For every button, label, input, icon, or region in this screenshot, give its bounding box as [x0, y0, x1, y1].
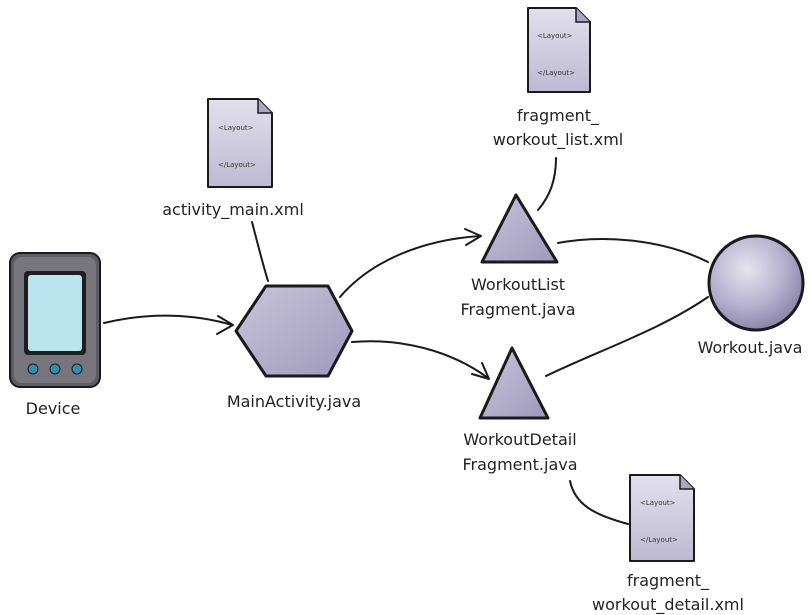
arrowhead-listfragment: [464, 228, 482, 246]
edge-listxml-to-listfragment: [537, 157, 557, 211]
doc-close-tag: </Layout>: [640, 536, 678, 544]
fragment-workout-list-xml-node: <Layout> </Layout> fragment_ workout_lis…: [493, 7, 623, 150]
workout-list-fragment-label-line1: WorkoutList: [471, 275, 565, 294]
workout-detail-fragment-node: WorkoutDetail Fragment.java: [462, 346, 578, 474]
workout-list-fragment-node: WorkoutList Fragment.java: [460, 193, 576, 319]
fragment-workout-detail-xml-label-line1: fragment_: [627, 571, 710, 591]
edges: [103, 157, 709, 525]
doc-open-tag: <Layout>: [537, 32, 573, 40]
activity-main-xml-label: activity_main.xml: [162, 200, 304, 220]
edge-activitymainxml-to-mainactivity: [251, 221, 269, 282]
device-node: Device: [9, 252, 101, 418]
workout-node: Workout.java: [698, 234, 805, 357]
arrowhead-detailfragment: [471, 362, 490, 380]
device-label: Device: [26, 399, 81, 418]
doc-open-tag: <Layout>: [218, 124, 254, 132]
doc-close-tag: </Layout>: [537, 69, 575, 77]
layout-file-icon: <Layout> </Layout>: [527, 7, 591, 93]
doc-open-tag: <Layout>: [640, 499, 676, 507]
edge-device-to-mainactivity: [103, 314, 233, 326]
activity-main-xml-node: <Layout> </Layout> activity_main.xml: [162, 98, 304, 220]
workout-detail-fragment-label-line1: WorkoutDetail: [463, 430, 576, 449]
fragment-workout-list-xml-label-line2: workout_list.xml: [493, 130, 623, 150]
edge-mainactivity-to-listfragment: [339, 235, 481, 298]
workout-detail-fragment-label-line2: Fragment.java: [462, 455, 577, 474]
arrowhead-mainactivity: [216, 315, 234, 335]
main-activity-node: MainActivity.java: [227, 284, 361, 411]
workout-label: Workout.java: [698, 338, 803, 357]
edge-detailfragment-to-detailxml: [569, 480, 629, 525]
triangle-icon: [478, 346, 550, 420]
workout-list-fragment-label-line2: Fragment.java: [460, 300, 575, 319]
doc-close-tag: </Layout>: [218, 161, 256, 169]
fragment-workout-list-xml-label-line1: fragment_: [517, 106, 600, 126]
fragment-workout-detail-xml-label-line2: workout_detail.xml: [592, 595, 744, 615]
main-activity-label: MainActivity.java: [227, 392, 361, 411]
sphere-icon: [707, 234, 805, 332]
triangle-icon: [480, 193, 559, 264]
edge-detailfragment-to-workout: [545, 296, 709, 377]
layout-file-icon: <Layout> </Layout>: [629, 474, 695, 562]
hexagon-icon: [234, 284, 354, 378]
fragment-workout-detail-xml-node: <Layout> </Layout> fragment_ workout_det…: [592, 474, 744, 615]
layout-file-icon: <Layout> </Layout>: [207, 98, 273, 188]
edge-listfragment-to-workout: [557, 238, 709, 263]
edge-mainactivity-to-detailfragment: [351, 340, 489, 379]
device-icon: [9, 252, 101, 388]
